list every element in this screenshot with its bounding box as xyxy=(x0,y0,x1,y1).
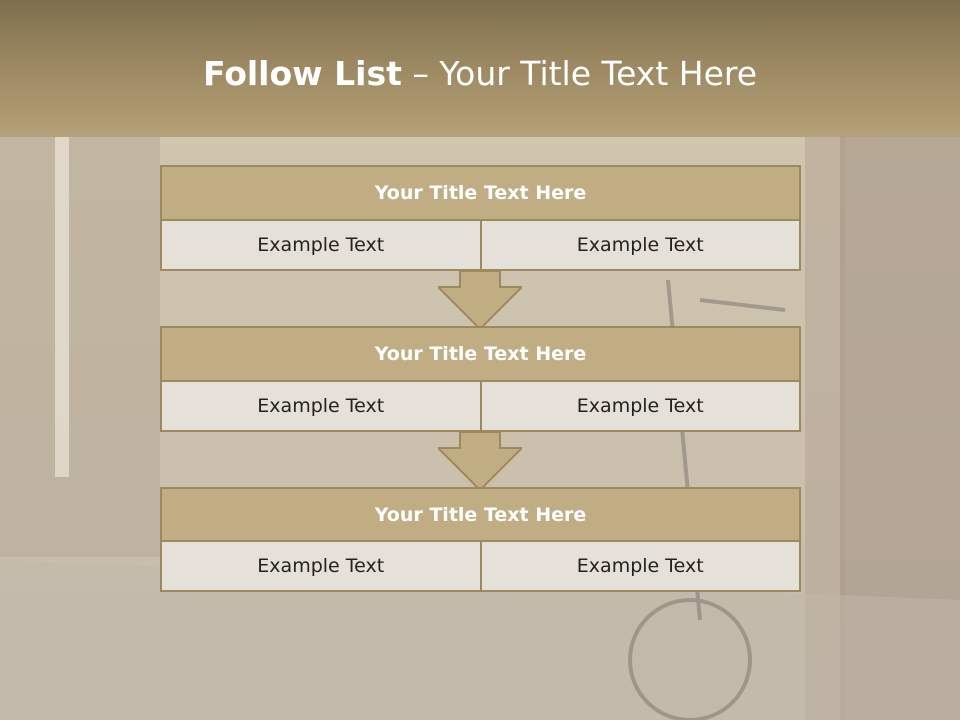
row-title[interactable]: Your Title Text Here xyxy=(160,326,801,382)
row-cell-right[interactable]: Example Text xyxy=(479,542,801,592)
row-cell-left[interactable]: Example Text xyxy=(160,221,482,271)
slide-title: Follow List – Your Title Text Here xyxy=(0,54,960,93)
list-item: Your Title Text Here Example Text Exampl… xyxy=(160,326,801,432)
row-title[interactable]: Your Title Text Here xyxy=(160,165,801,221)
row-title[interactable]: Your Title Text Here xyxy=(160,487,801,542)
row-cell-left[interactable]: Example Text xyxy=(160,382,482,432)
slide-title-rest: – Your Title Text Here xyxy=(401,54,758,93)
row-cell-right[interactable]: Example Text xyxy=(479,221,801,271)
row-cell-right[interactable]: Example Text xyxy=(479,382,801,432)
header-bar: Follow List – Your Title Text Here xyxy=(0,0,960,137)
down-arrow-icon xyxy=(438,271,522,329)
list-item: Your Title Text Here Example Text Exampl… xyxy=(160,165,801,271)
row-cell-left[interactable]: Example Text xyxy=(160,542,482,592)
row-cells: Example Text Example Text xyxy=(160,221,801,271)
row-cells: Example Text Example Text xyxy=(160,382,801,432)
row-cells: Example Text Example Text xyxy=(160,542,801,592)
down-arrow-icon xyxy=(438,432,522,490)
list-item: Your Title Text Here Example Text Exampl… xyxy=(160,487,801,592)
slide-title-bold: Follow List xyxy=(202,54,402,93)
